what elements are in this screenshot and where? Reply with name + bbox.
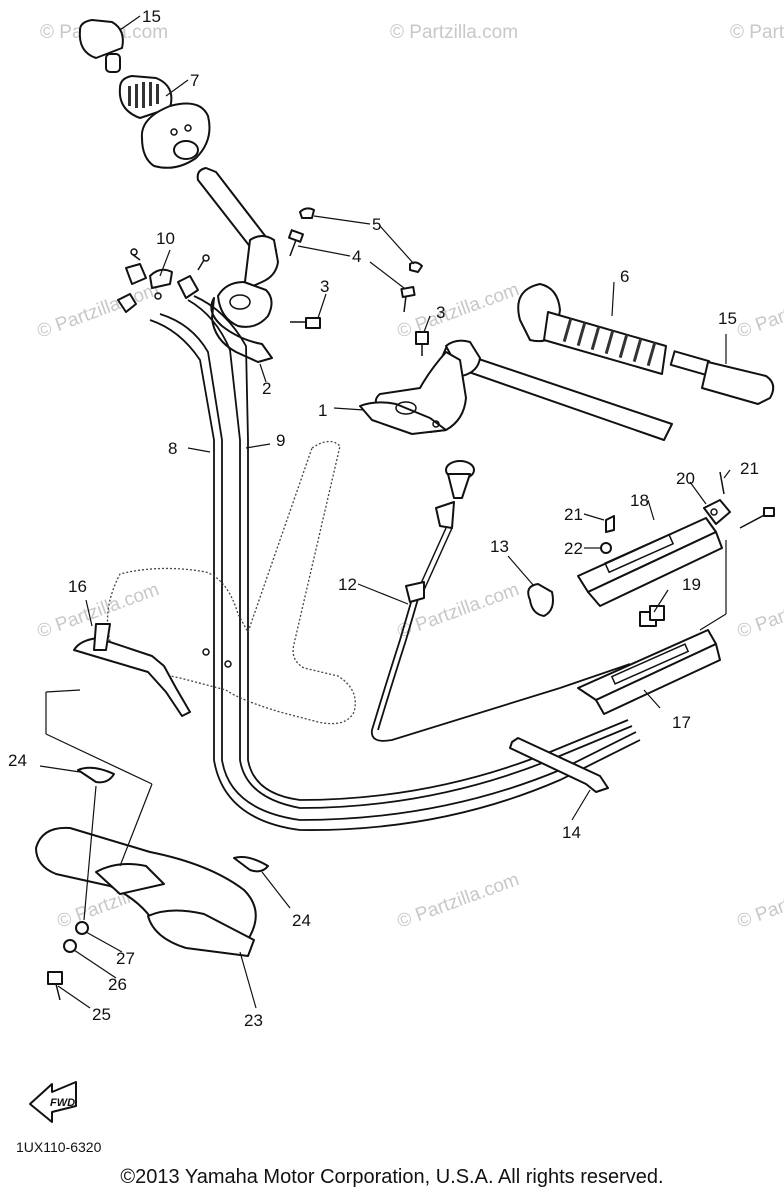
callout-20: 20 (676, 469, 695, 488)
callout-24: 24 (292, 911, 311, 930)
callout-1: 1 (318, 401, 327, 420)
callout-18: 18 (630, 491, 649, 510)
part-1-handlebar-right (359, 339, 673, 441)
part-2-left-clamp (196, 167, 279, 363)
callout-numbers: 15 7 10 5 4 3 3 2 1 6 15 8 9 12 13 18 20… (8, 7, 759, 1030)
part-15-bar-end-right (669, 350, 775, 405)
callout-14: 14 (562, 823, 581, 842)
callout-9: 9 (276, 431, 285, 450)
callout-3: 3 (320, 277, 329, 296)
watermark: © Partzilla.com (35, 279, 162, 343)
fwd-label: FWD (50, 1097, 75, 1109)
callout-26: 26 (108, 975, 127, 994)
callout-3: 3 (436, 303, 445, 322)
lower-footrest-23-27 (35, 689, 269, 1001)
callout-5: 5 (372, 215, 381, 234)
fwd-arrow-icon: FWD (29, 1081, 77, 1123)
diagram-code: 1UX110-6320 (16, 1139, 102, 1155)
part-6-grip-right (517, 283, 667, 375)
watermark: © Partzilla.com (735, 869, 784, 933)
callout-23: 23 (244, 1011, 263, 1030)
watermark: © Partzilla.com (735, 279, 784, 343)
callout-2: 2 (262, 379, 271, 398)
part-14-cable-tie (509, 737, 609, 793)
fasteners-3-4-5 (287, 207, 429, 356)
part-15-bar-end-left (78, 19, 124, 73)
callout-15: 15 (142, 7, 161, 26)
callout-8: 8 (168, 439, 177, 458)
watermark: © Partzilla.com (395, 869, 522, 933)
leader-lines (39, 15, 731, 1009)
switch-housing-17-22 (577, 471, 775, 715)
callout-4: 4 (352, 247, 361, 266)
callout-16: 16 (68, 577, 87, 596)
callout-21: 21 (564, 505, 583, 524)
callout-17: 17 (672, 713, 691, 732)
callout-13: 13 (490, 537, 509, 556)
callout-19: 19 (682, 575, 701, 594)
watermark: © Partzilla.com (735, 579, 784, 643)
callout-21: 21 (740, 459, 759, 478)
throttle-cables (149, 295, 641, 831)
callout-15: 15 (718, 309, 737, 328)
part-13-clamp (527, 583, 554, 617)
part-12-choke-cable (405, 460, 475, 603)
callout-10: 10 (156, 229, 175, 248)
callout-22: 22 (564, 539, 583, 558)
callout-6: 6 (620, 267, 629, 286)
callout-25: 25 (92, 1005, 111, 1024)
callout-12: 12 (338, 575, 357, 594)
part-7-throttle-grip (118, 75, 211, 169)
callout-7: 7 (190, 71, 199, 90)
watermark: © Partzilla.com (730, 22, 784, 43)
copyright-notice: ©2013 Yamaha Motor Corporation, U.S.A. A… (120, 1166, 664, 1188)
callout-24: 24 (8, 751, 27, 770)
callout-27: 27 (116, 949, 135, 968)
watermark: © Partzilla.com (390, 22, 518, 43)
part-16-bracket (73, 623, 232, 717)
part-10-cable-hardware (117, 248, 210, 313)
